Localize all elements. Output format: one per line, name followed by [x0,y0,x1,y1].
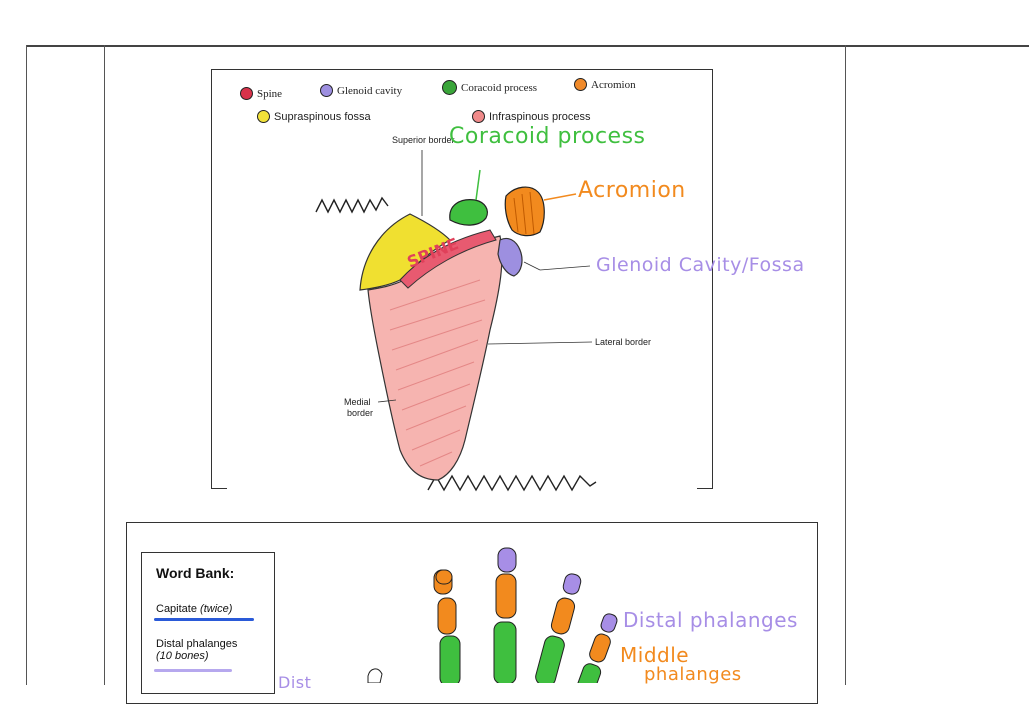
bottom-cut-line [427,474,597,492]
glenoid-cavity [497,237,523,277]
middle-handwritten: Middle [620,643,690,667]
scapula-frame-bottom-right [697,488,712,489]
finger3-proximal [535,635,565,683]
finger4-proximal [576,663,602,683]
coracoid-handwritten-label: Coracoid process [449,124,646,149]
finger1-distal-tip [435,569,453,585]
hand-illustration [367,547,618,683]
acromion-process [504,186,545,237]
medial-border-label-line2: border [347,408,374,418]
finger2-proximal [493,621,517,683]
coracoid-color-dot [442,80,457,95]
word-bank-item-capitate: Capitate (twice) [156,603,233,615]
infraspinous-color-dot [472,110,485,123]
thumb-tip [367,668,383,683]
column-right-rule [845,45,846,685]
coracoid-process [449,199,488,226]
medial-border-label-line1: Medial [344,397,371,407]
supraspinous-fossa [359,213,451,291]
legend-glenoid-cavity: Glenoid cavity [320,84,402,97]
finger4-middle [589,633,611,663]
glenoid-handwritten-label: Glenoid Cavity/Fossa [596,254,805,276]
legend-supraspinous-fossa: Supraspinous fossa [257,110,371,123]
supraspinous-color-dot [257,110,270,123]
scapula-frame-bottom-left [211,488,227,489]
finger2-distal [497,547,517,573]
superior-border-label: Superior border [392,135,455,145]
column-left-rule [104,45,105,685]
distal-underline [154,669,232,672]
word-bank-title: Word Bank: [156,565,235,581]
capitate-underline [154,618,254,621]
glenoid-color-dot [320,84,333,97]
top-cut-line [315,196,389,214]
page-top-rule [26,45,1029,47]
middle-phalanges-handwritten: phalanges [644,664,742,685]
finger3-distal [562,573,582,595]
page-left-rule [26,45,27,685]
spine-band [399,229,497,289]
finger3-middle [550,597,576,635]
finger1-middle [437,597,457,635]
finger2-middle [495,573,517,619]
legend-spine: Spine [240,87,282,100]
scapula-figure-frame [211,69,713,489]
finger1-proximal [439,635,461,683]
lateral-border-label: Lateral border [595,337,652,347]
acromion-color-dot [574,78,587,91]
finger4-distal [600,613,618,633]
spine-color-dot [240,87,253,100]
word-bank-item-distal-phalanges: Distal phalanges (10 bones) [156,638,238,662]
word-bank-box: Word Bank: Capitate (twice) Distal phala… [141,552,275,694]
legend-acromion: Acromion [574,78,636,91]
acromion-handwritten-label: Acromion [578,178,686,203]
legend-coracoid-process: Coracoid process [442,80,537,95]
distal-phalanges-handwritten: Distal phalanges [623,608,798,632]
scapula-illustration: SPINE [315,150,597,492]
legend-infraspinous-process: Infraspinous process [472,110,591,123]
